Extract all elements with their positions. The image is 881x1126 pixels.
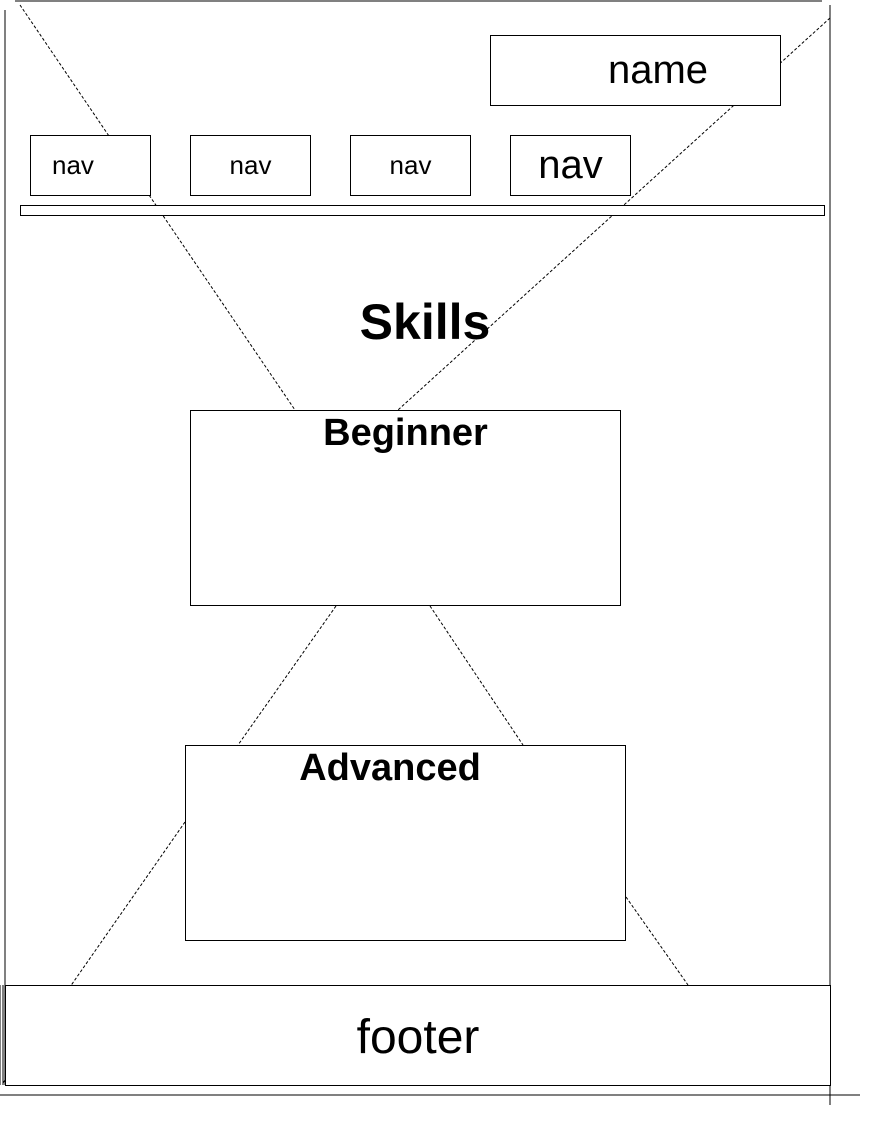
nav-item-1[interactable]: nav: [30, 135, 151, 196]
nav-item-4[interactable]: nav: [510, 135, 631, 196]
header-divider: [20, 205, 825, 216]
diagonal-line-left: [19, 4, 296, 411]
beginner-section: Beginner: [190, 410, 621, 606]
nav-item-label: nav: [389, 150, 432, 180]
advanced-section: Advanced: [185, 745, 626, 941]
nav-item-2[interactable]: nav: [190, 135, 311, 196]
footer: footer: [5, 985, 831, 1086]
nav-item-3[interactable]: nav: [350, 135, 471, 196]
footer-label: footer: [356, 1011, 480, 1064]
name-label: name: [607, 48, 709, 92]
diagonal-line-bottom-right: [625, 896, 689, 986]
page-title: Skills: [359, 294, 491, 350]
nav-item-label: nav: [229, 150, 272, 180]
diagonal-line-center-left: [237, 605, 337, 746]
section-title: Beginner: [323, 412, 488, 454]
diagonal-line-center-right: [429, 605, 524, 746]
name-box: name: [490, 35, 781, 106]
section-title: Advanced: [299, 747, 481, 789]
nav-item-label: nav: [52, 150, 94, 180]
nav-item-label: nav: [538, 143, 603, 187]
